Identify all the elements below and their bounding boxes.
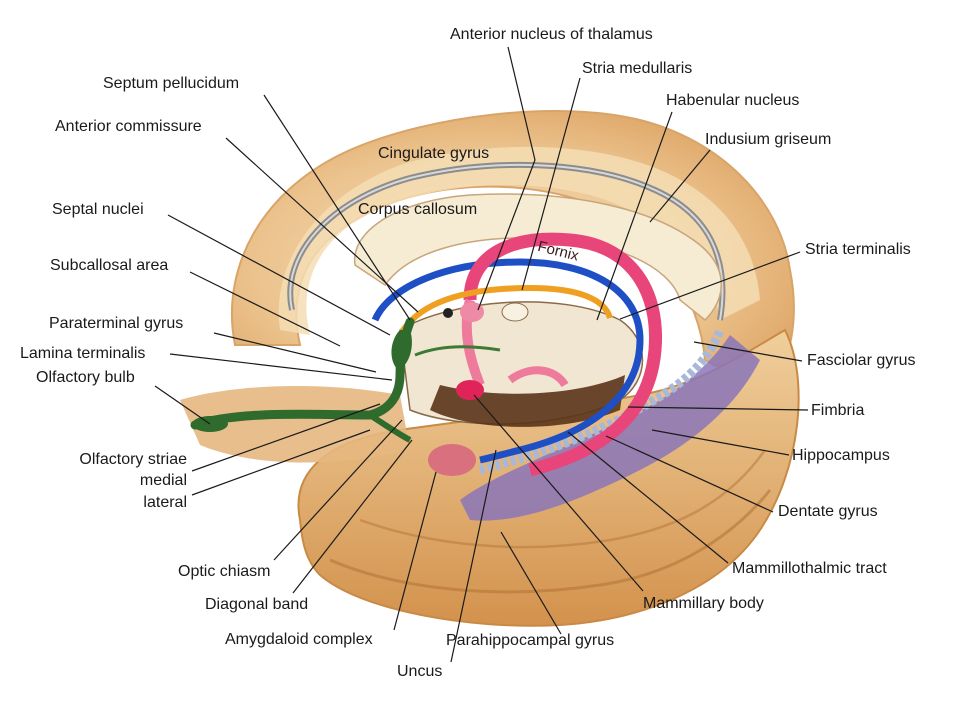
leader-stria-medullaris [521, 77, 581, 291]
label-olfactory-bulb: Olfactory bulb [36, 369, 135, 386]
leader-fimbria [627, 406, 809, 411]
hypothalamus-brown [430, 375, 625, 427]
fornix [463, 232, 663, 477]
leader-olfactory-bulb [154, 385, 211, 425]
label-cingulate-gyrus: Cingulate gyrus [378, 145, 490, 162]
label-fasciolar-gyrus: Fasciolar gyrus [807, 352, 916, 369]
label-habenular-nucleus: Habenular nucleus [666, 92, 800, 109]
label-anterior-nucleus-of-thalamus: Anterior nucleus of thalamus [450, 26, 653, 43]
label-amygdaloid-complex: Amygdaloid complex [225, 631, 373, 648]
anterior-nucleus [460, 302, 484, 322]
leader-mammillothalmic-tract [567, 431, 729, 564]
corpus-callosum [354, 193, 722, 322]
sulcus-line [329, 489, 772, 594]
label-septal-nuclei: Septal nuclei [52, 201, 144, 218]
leader-habenular-nucleus [596, 111, 673, 321]
label-dentate-gyrus: Dentate gyrus [778, 503, 878, 520]
leader-indusium-griseum [649, 149, 711, 223]
label-lamina-terminalis: Lamina terminalis [20, 345, 146, 362]
stria-green-branch [414, 345, 501, 357]
blue-tract [371, 258, 644, 464]
label-medial: medial [139, 472, 187, 489]
interthalamic-adhesion [501, 302, 529, 322]
leader-lamina-terminalis [169, 353, 393, 381]
label-stria-terminalis: Stria terminalis [805, 241, 911, 258]
indusium-highlight [289, 163, 724, 321]
mammillothalamic-loop [507, 366, 569, 388]
label-diagonal-band: Diagonal band [205, 596, 309, 613]
leader-lines [154, 46, 809, 663]
label-mammillary-body: Mammillary body [643, 595, 764, 612]
leader-amygdaloid-complex [393, 471, 437, 631]
amygdaloid-complex-shape [428, 444, 476, 476]
leader-stria-terminalis [619, 251, 801, 320]
label-optic-chiasm: Optic chiasm [178, 563, 271, 580]
lateral-striae [368, 412, 412, 443]
leader-dentate-gyrus [605, 435, 774, 513]
leader-medial-striae [191, 403, 381, 472]
frontal-base [180, 385, 410, 463]
leader-diagonal-band [292, 439, 413, 594]
leader-paraterminal-gyrus [213, 332, 377, 373]
leader-uncus [450, 449, 497, 663]
septal-green [391, 330, 412, 370]
leader-optic-chiasm [273, 419, 403, 561]
label-mammillothalmic-tract: Mammillothalmic tract [732, 560, 887, 577]
sulcus-line [359, 449, 767, 549]
label-indusium-griseum: Indusium griseum [705, 131, 832, 148]
label-hippocampus: Hippocampus [792, 447, 890, 464]
label-stria-medullaris: Stria medullaris [582, 60, 693, 77]
foramen [443, 308, 453, 318]
cingulate-gyrus-region [278, 146, 760, 335]
label-subcallosal-area: Subcallosal area [50, 257, 169, 274]
leader-lateral-striae [191, 429, 371, 496]
leader-septal-nuclei [167, 214, 391, 336]
label-olfactory-striae: Olfactory striae [79, 451, 187, 468]
label-lateral: lateral [143, 494, 187, 511]
leader-subcallosal-area [189, 271, 341, 347]
label-parahippocampal-gyrus: Parahippocampal gyrus [446, 632, 615, 649]
label-paraterminal-gyrus: Paraterminal gyrus [49, 315, 184, 332]
leader-parahippocampal-gyrus [500, 531, 562, 635]
mammillary-body [456, 380, 484, 400]
label-uncus: Uncus [397, 663, 443, 680]
leader-hippocampus [651, 429, 790, 456]
label-fimbria: Fimbria [811, 402, 865, 419]
leader-fasciolar-gyrus [693, 341, 803, 362]
leader-anterior-commissure [225, 137, 419, 313]
label-anterior-commissure: Anterior commissure [55, 118, 202, 135]
leader-mammillary-body [473, 394, 644, 592]
leader-anterior-nucleus [507, 46, 536, 161]
label-septum-pellucidum: Septum pellucidum [103, 75, 240, 92]
label-corpus-callosum: Corpus callosum [358, 201, 478, 218]
